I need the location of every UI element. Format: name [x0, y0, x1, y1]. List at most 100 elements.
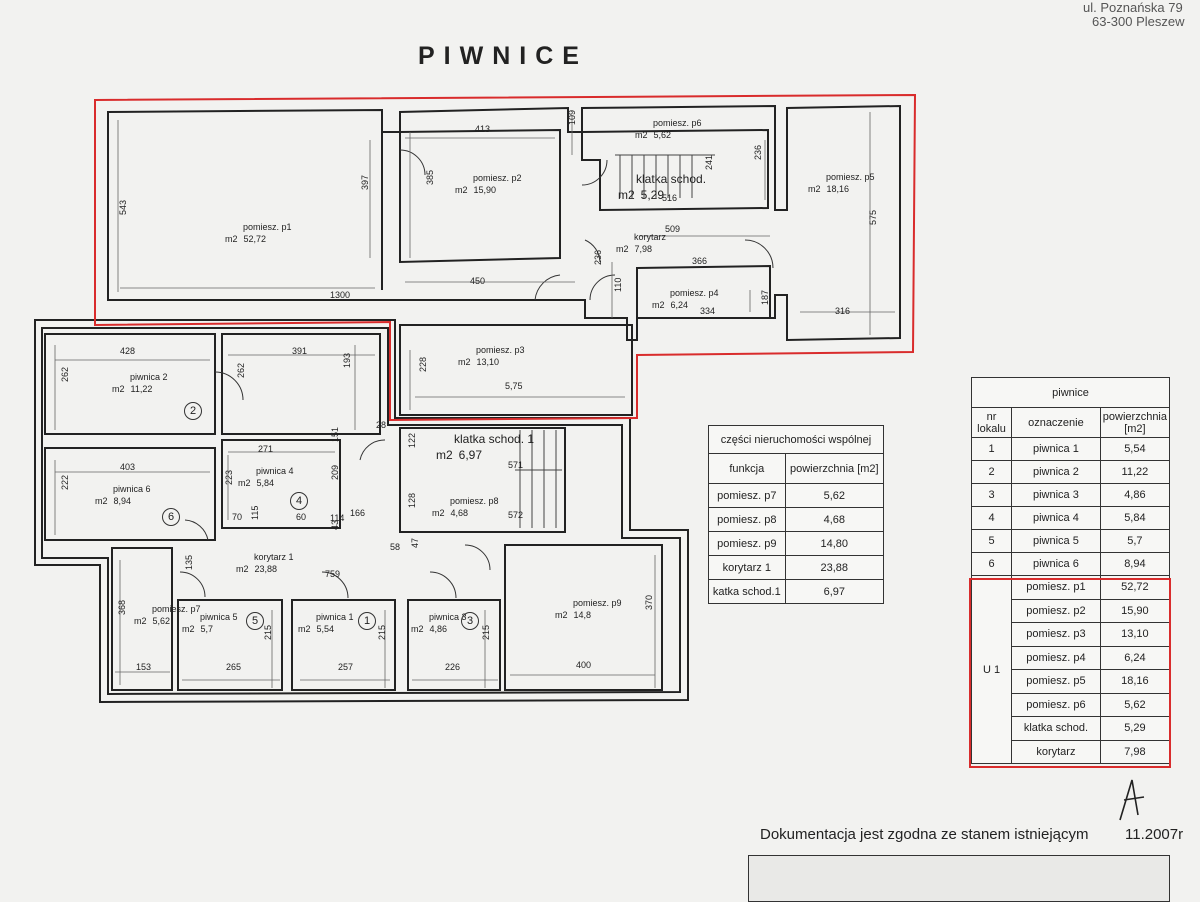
room-name: pomiesz. p1	[243, 222, 292, 232]
table-cell: 3	[970, 483, 1013, 507]
table-cell: 6,97	[784, 579, 885, 604]
table-cell: piwnica 5	[1011, 529, 1101, 553]
room-area-value: 7,98	[634, 243, 653, 254]
room-name: pomiesz. p5	[826, 172, 875, 182]
room-area-unit: m2	[555, 609, 568, 620]
dimension-label: 222	[60, 474, 70, 490]
dimension-label: 236	[753, 144, 763, 160]
table-cell: klatka schod.	[1011, 716, 1101, 741]
dimension-label: 115	[250, 505, 260, 520]
common-parts-table: części nieruchomości wspólnej funkcja po…	[708, 425, 885, 604]
unit-marker: 4	[290, 492, 308, 510]
dimension-label: 43	[330, 519, 340, 530]
room-area-unit: m2	[236, 563, 249, 574]
room-area-value: 6,24	[670, 299, 689, 310]
dimension-label: 271	[258, 444, 274, 454]
room-area-unit: m2	[432, 507, 445, 518]
table-cell: 1	[970, 437, 1013, 461]
room-area-unit: m2	[112, 383, 125, 394]
dimension-label: 759	[325, 569, 341, 579]
room-area-unit: m2	[455, 184, 468, 195]
dimension-label: 135	[184, 554, 194, 570]
table-cell: piwnica 1	[1011, 437, 1101, 461]
common-table-header: powierzchnia [m2]	[784, 453, 885, 484]
room-area-value: 18,16	[826, 183, 850, 194]
room-name: pomiesz. p4	[670, 288, 719, 298]
footer-date: 11.2007r	[1125, 826, 1184, 843]
room-area-value: 23,88	[254, 563, 278, 574]
door-arc	[581, 159, 608, 186]
table-cell: 6	[970, 552, 1013, 576]
dimension-label: 516	[662, 193, 678, 203]
room-name: piwnica 6	[113, 484, 151, 494]
dimension-label: 385	[425, 169, 435, 185]
dimension-label: 47	[410, 537, 420, 548]
dimension-label: 58	[390, 542, 401, 552]
room-area-unit: m2	[134, 615, 147, 626]
wall-inner-p6	[581, 128, 769, 212]
dimension-label: 226	[445, 662, 461, 672]
wall-divider-p1	[107, 112, 383, 300]
address-line-2: 63-300 Pleszew	[1092, 14, 1185, 29]
dimension-label: 262	[60, 366, 70, 382]
dimension-line	[54, 112, 895, 688]
room-area-value: 5,62	[653, 129, 672, 140]
room-label: piwnica 2 m2 11,22	[112, 372, 168, 395]
room-area-value: 5,54	[316, 623, 335, 634]
table-cell: pomiesz. p8	[708, 507, 786, 532]
room-area-value: 5,62	[152, 615, 171, 626]
table-cell: 4,68	[784, 507, 885, 532]
u1-table-highlight	[969, 578, 1171, 768]
room-name: klatka schod. 1	[454, 432, 535, 446]
dimension-label: 209	[330, 464, 340, 480]
dimension-label: 60	[296, 512, 307, 522]
door-arc	[321, 571, 349, 599]
dimension-label: 450	[470, 276, 486, 286]
room-name: piwnica 3	[429, 612, 467, 622]
stamp-box	[748, 855, 1170, 902]
wall-piwnica6	[44, 447, 216, 541]
piwnice-table-header: oznaczenie	[1011, 407, 1101, 438]
dimension-label: 397	[360, 174, 370, 190]
piwnice-table-header: nr lokalu	[970, 407, 1013, 438]
dimension-label: 110	[613, 277, 623, 292]
room-area-unit: m2	[458, 356, 471, 367]
table-cell: 6,24	[1099, 645, 1171, 670]
room-name: piwnica 2	[130, 372, 168, 382]
table-cell: 14,80	[784, 531, 885, 556]
table-cell: 15,90	[1099, 598, 1171, 623]
table-cell: 2	[970, 460, 1013, 484]
dimension-label: 114	[330, 513, 345, 523]
room-area-value: 11,22	[130, 383, 153, 394]
room-name: pomiesz. p2	[473, 173, 522, 183]
room-name: pomiesz. p7	[152, 604, 201, 614]
table-cell: 5,84	[1099, 506, 1171, 530]
unit-marker: 1	[358, 612, 376, 630]
dimension-label: 403	[120, 462, 136, 472]
dimension-label: 316	[835, 306, 851, 316]
table-cell: 8,94	[1099, 552, 1171, 576]
table-cell: pomiesz. p5	[1011, 669, 1101, 694]
table-cell: pomiesz. p3	[1011, 622, 1101, 647]
wall-piwnica5	[177, 599, 283, 691]
